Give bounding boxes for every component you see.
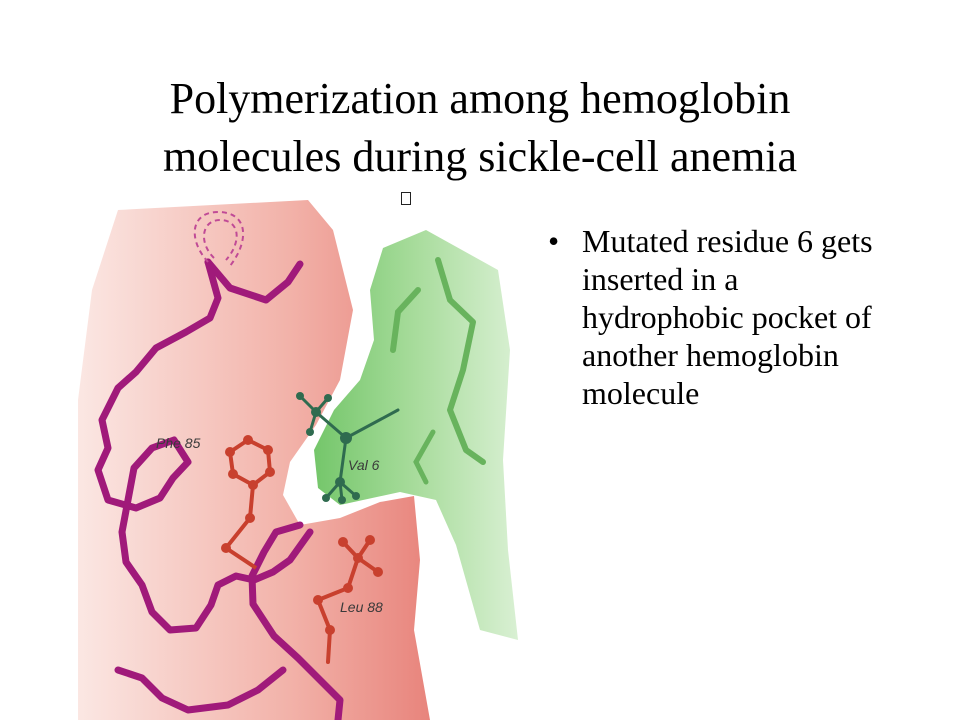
disordered-loop [193,210,245,267]
bullet-dot: • [548,223,560,259]
bullet-text: Mutated residue 6 gets inserted in a hyd… [582,223,873,411]
phe85-residue [221,435,275,570]
protein-backbone-upper [204,258,304,304]
bullet-list: • Mutated residue 6 gets inserted in a h… [548,222,918,412]
protein-backbone-bottom [114,666,287,714]
placeholder-marker [401,192,411,205]
val6-residue [296,392,400,504]
protein-backbone-lower [248,521,344,720]
green-protein-region [314,230,518,640]
val6-label: Val 6 [348,457,380,473]
leu88-label: Leu 88 [340,599,383,615]
title-line-2: molecules during sickle-cell anemia [162,132,798,181]
slide-title: Polymerization among hemoglobin molecule… [40,70,920,186]
green-sidechain-2 [390,287,421,353]
title-line-1: Polymerization among hemoglobin [169,74,791,123]
green-sidechain-1 [435,257,486,465]
bullet-item: • Mutated residue 6 gets inserted in a h… [548,222,918,412]
protein-backbone [94,258,314,634]
phe85-label: Phe 85 [156,435,201,451]
leu88-residue [313,535,383,664]
hemoglobin-pocket-figure: Phe 85 Val 6 Leu 88 [78,200,518,720]
figure-illustration: Phe 85 Val 6 Leu 88 [78,200,518,720]
green-sidechain-3 [413,429,436,485]
disordered-loop-inner [203,218,238,261]
